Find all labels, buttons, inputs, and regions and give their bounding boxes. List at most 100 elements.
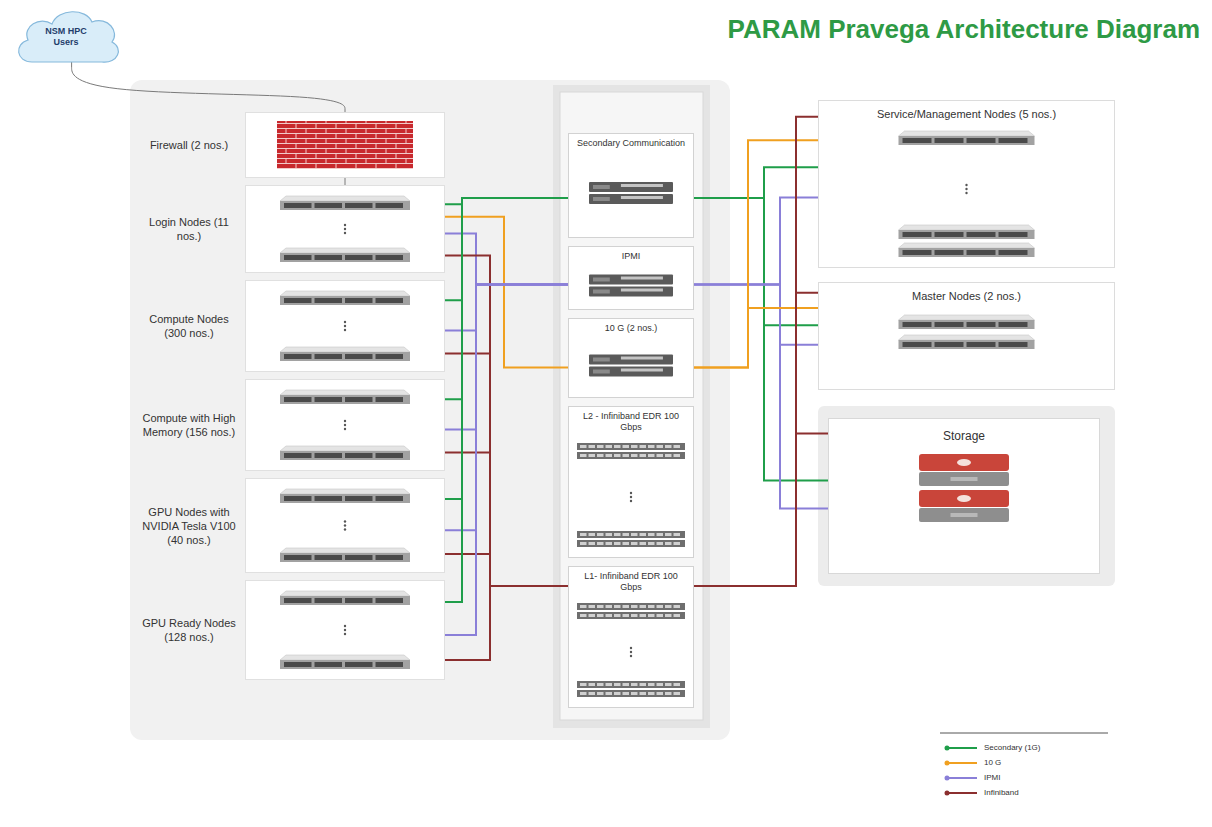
ib-port <box>657 683 664 686</box>
ib-port <box>665 533 672 536</box>
server-top <box>280 196 410 201</box>
ib-port <box>674 692 681 695</box>
network-link <box>445 354 568 586</box>
ib-port <box>648 533 655 536</box>
label-block: Compute Nodes (300 nos.) <box>140 310 238 342</box>
network-link <box>445 453 568 586</box>
server-body <box>899 248 1035 257</box>
ellipsis-dot <box>965 184 967 186</box>
network-link <box>694 434 828 586</box>
server-bay <box>315 555 343 560</box>
ib-port <box>665 683 672 686</box>
server-bay <box>284 453 312 458</box>
ib-port <box>640 454 647 457</box>
switch-panel-inner <box>560 92 703 720</box>
user-cloud: NSM HPC Users <box>10 2 122 68</box>
ib-port <box>640 683 647 686</box>
ellipsis-dot <box>965 188 967 190</box>
firewall-group: Firewall (2 nos.) <box>140 112 445 178</box>
server-box <box>245 185 445 273</box>
ellipsis-dot <box>344 228 346 230</box>
node-label: Firewall (2 nos.) <box>140 138 238 152</box>
network-link <box>445 284 568 429</box>
ib-unit <box>577 452 685 459</box>
ib-port <box>674 542 681 545</box>
server-bay <box>903 322 932 327</box>
legend-label: Secondary (1G) <box>984 743 1040 752</box>
server-top <box>280 347 410 352</box>
ib-port <box>674 454 681 457</box>
server-body <box>899 136 1035 145</box>
server-body <box>280 494 410 503</box>
left-panel <box>130 80 730 740</box>
ib-port <box>589 445 596 448</box>
label-block: L1- Infiniband EDR 100 Gbps <box>569 567 693 595</box>
server-bay <box>967 232 996 237</box>
network-link <box>445 284 568 530</box>
ib-port <box>640 605 647 608</box>
ib-port <box>606 692 613 695</box>
ellipsis-dot <box>344 325 346 327</box>
network-link <box>445 586 568 660</box>
ib-port <box>623 692 630 695</box>
label-block: Master Nodes (2 nos.) <box>819 283 1114 305</box>
ib-port <box>640 533 647 536</box>
server-bay <box>284 496 312 501</box>
legend-line <box>947 747 977 749</box>
ellipsis-dot <box>344 420 346 422</box>
ellipsis-dot <box>344 528 346 530</box>
server-top <box>280 291 410 296</box>
legend-sample <box>944 789 978 797</box>
storage-shelf <box>919 508 1009 522</box>
server-top <box>899 335 1035 340</box>
server-body <box>280 596 410 605</box>
label-block: 10 G (2 nos.) <box>569 319 693 336</box>
label-block: Firewall (2 nos.) <box>140 136 238 154</box>
server-bay <box>345 354 373 359</box>
server-bay <box>376 203 404 208</box>
ib-port <box>631 445 638 448</box>
server-bay <box>903 342 932 347</box>
ellipsis-dot <box>630 647 632 649</box>
node-group: Login Nodes (11 nos.) <box>140 185 445 273</box>
ib-port <box>589 683 596 686</box>
server-bay <box>284 255 312 260</box>
icon-group <box>280 196 410 262</box>
legend-line <box>947 792 977 794</box>
icon-art <box>246 380 444 472</box>
node-label: L1- Infiniband EDR 100 Gbps <box>573 571 689 593</box>
ib-unit <box>577 681 685 688</box>
server-bay <box>284 662 312 667</box>
ib-port <box>665 454 672 457</box>
server-bay <box>345 662 373 667</box>
ib-port <box>631 614 638 617</box>
ib-port <box>614 445 621 448</box>
storage-slot <box>951 477 978 481</box>
node-label: IPMI <box>573 251 689 262</box>
ellipsis-dot <box>344 625 346 627</box>
node-label: NSM HPC Users <box>35 26 97 48</box>
ib-port <box>623 683 630 686</box>
ib-port <box>580 683 587 686</box>
ib-port <box>657 692 664 695</box>
server-body <box>280 352 410 361</box>
ib-port <box>580 445 587 448</box>
server-bay <box>999 250 1028 255</box>
legend-label: Infiniband <box>984 788 1019 797</box>
ib-unit <box>577 443 685 450</box>
ib-port <box>657 614 664 617</box>
node-label: GPU Ready Nodes (128 nos.) <box>140 616 238 644</box>
switch-unit <box>589 355 673 365</box>
switch-box: 10 G (2 nos.) <box>568 318 694 398</box>
legend-row: Secondary (1G) <box>944 740 1114 755</box>
server-bay <box>935 232 964 237</box>
ib-port <box>597 683 604 686</box>
switch-unit <box>589 194 673 204</box>
server-bay <box>345 598 373 603</box>
icon-group <box>280 591 410 669</box>
label-block: IPMI <box>569 247 693 264</box>
switch-panel <box>553 85 710 728</box>
legend-sample <box>944 744 978 752</box>
server-bay <box>999 138 1028 143</box>
